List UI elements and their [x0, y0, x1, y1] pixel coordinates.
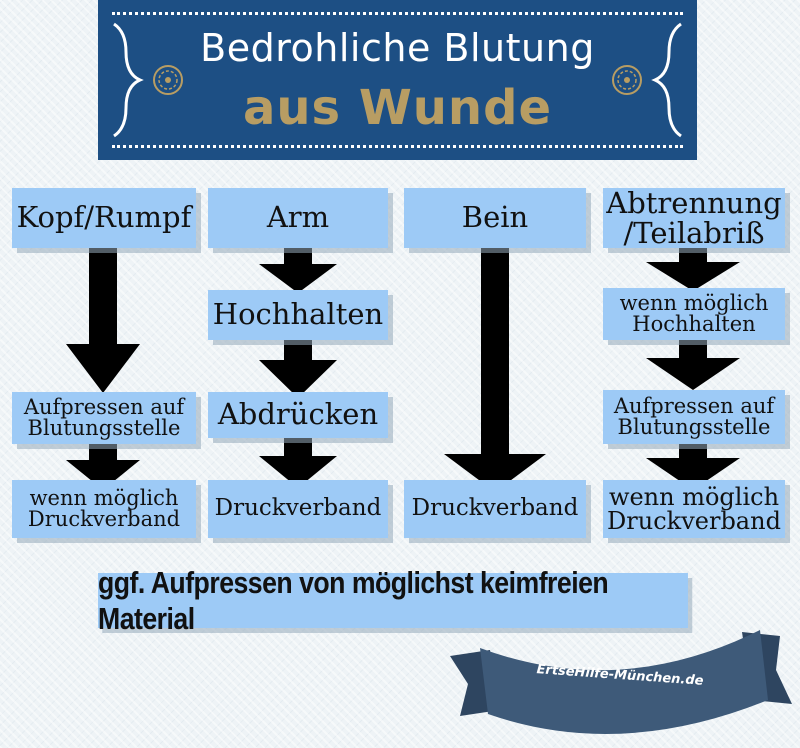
title-line-2: aus Wunde — [242, 80, 553, 136]
box-line: Aufpressen auf — [23, 394, 185, 419]
box-line: Abtrennung — [606, 185, 782, 220]
banner-dotted-border-top — [112, 12, 683, 15]
arrow-down — [646, 248, 740, 291]
box-bein-druckverband: Druckverband — [404, 480, 586, 538]
footer-note: ggf. Aufpressen von möglichst keimfreien… — [98, 565, 688, 636]
box-arm-abdruecken: Abdrücken — [208, 392, 388, 438]
box-line: wenn möglich — [29, 485, 179, 510]
arrow-down — [66, 248, 140, 393]
arrow-down — [646, 340, 740, 390]
box-bein-header: Bein — [404, 188, 586, 248]
right-bracket-ornament — [651, 22, 682, 138]
arrow-down — [646, 444, 740, 490]
title-banner: Bedrohliche Blutung aus Wunde — [98, 0, 697, 160]
box-line: wenn möglich — [619, 290, 769, 315]
title-line-1: Bedrohliche Blutung — [200, 26, 595, 70]
banner-dotted-border-bottom — [112, 145, 683, 148]
medallion-icon — [153, 65, 183, 95]
arrow-down — [259, 438, 337, 488]
box-arm-hochhalten: Hochhalten — [208, 290, 388, 340]
box-line: /Teilabriß — [623, 216, 765, 250]
box-abtrennung-header: Abtrennung/Teilabriß — [603, 185, 785, 250]
box-kopf-rumpf-header: Kopf/Rumpf — [12, 188, 196, 248]
ribbon-banner — [450, 630, 792, 734]
arrow-down — [444, 248, 546, 492]
box-arm-header: Arm — [208, 188, 388, 248]
medallion-icon — [612, 65, 642, 95]
arrow-down — [259, 340, 337, 398]
left-bracket-ornament — [113, 22, 144, 138]
box-line: Druckverband — [27, 507, 181, 531]
arrow-down — [259, 248, 337, 293]
box-line: Aufpressen auf — [613, 393, 775, 418]
box-line: wenn möglich — [608, 482, 780, 511]
box-line: Druckverband — [607, 507, 781, 535]
box-line: Hochhalten — [632, 312, 756, 336]
box-line: Blutungsstelle — [617, 415, 771, 439]
box-line: Blutungsstelle — [27, 416, 181, 440]
arrow-down — [66, 444, 140, 490]
box-arm-druckverband: Druckverband — [208, 480, 388, 538]
